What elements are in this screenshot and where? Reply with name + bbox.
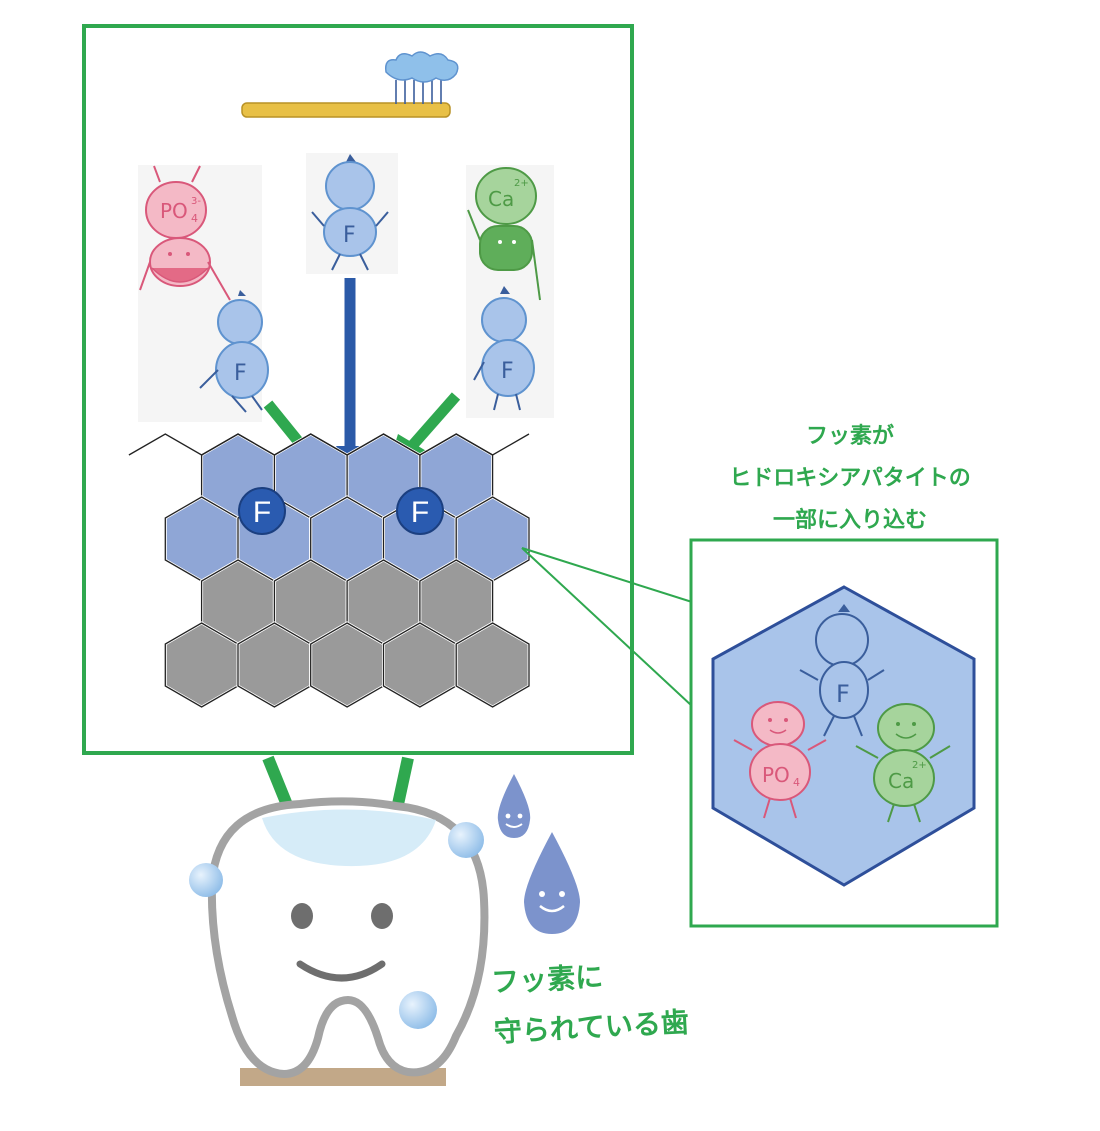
fluoride-center-char-label: F	[343, 223, 356, 248]
zoom-calcium-character: Ca 2+	[855, 703, 951, 823]
fluoride-ion-right-label: F	[411, 496, 429, 529]
caption-fluoride-enters-line1: フッ素が	[805, 424, 894, 449]
phosphate-label: PO	[160, 199, 188, 223]
bubble-right	[448, 822, 484, 858]
phosphate-character: PO 4 3-	[139, 165, 231, 301]
calcium-label: Ca	[488, 187, 514, 211]
calcium-superscript: 2+	[514, 178, 529, 189]
toothbrush-icon	[241, 51, 459, 118]
droplet-large	[524, 832, 580, 934]
droplet-small	[497, 774, 531, 838]
fluoride-character-left: F	[199, 290, 269, 413]
phosphate-superscript: 3-	[191, 196, 201, 207]
fluoride-character-right: F	[473, 286, 535, 411]
arrow-left-diagonal	[263, 400, 307, 450]
fluoride-left-char-label: F	[234, 361, 247, 386]
bubble-bottom	[399, 991, 437, 1029]
caption-protected-tooth: フッ素に 守られている歯	[490, 948, 690, 1058]
caption-fluoride-enters-line3: 一部に入り込む	[772, 508, 927, 533]
zoom-hexagon	[711, 585, 976, 887]
caption-protected-tooth-line2: 守られている歯	[493, 1005, 690, 1049]
zoom-calcium-superscript: 2+	[912, 760, 927, 771]
zoom-fluoride-character: F	[799, 604, 885, 737]
fluoride-ion-left: F	[238, 487, 286, 535]
tooth-character	[207, 797, 489, 1086]
zoom-phosphate-subscript: 4	[793, 776, 800, 789]
zoom-line-bottom	[521, 547, 693, 707]
zoom-line-top	[521, 547, 693, 603]
fluoride-right-char-label: F	[501, 359, 514, 384]
arrow-right-diagonal	[407, 392, 461, 450]
phosphate-subscript: 4	[191, 212, 198, 225]
fluoride-ion-left-label: F	[253, 496, 271, 529]
calcium-character: Ca 2+	[467, 167, 541, 301]
zoom-calcium-label: Ca	[888, 769, 914, 793]
zoom-phosphate-label: PO	[762, 763, 790, 787]
fluoride-character-center: F	[311, 154, 389, 271]
fluoride-ion-right: F	[396, 487, 444, 535]
caption-fluoride-enters-line2: ヒドロキシアパタイトの	[729, 466, 971, 491]
zoom-fluoride-label: F	[836, 680, 850, 708]
zoom-phosphate-character: PO 4	[733, 701, 827, 819]
lattice-hexagon-outline	[455, 622, 530, 708]
lattice-top-edge	[128, 433, 530, 456]
caption-fluoride-enters: フッ素が ヒドロキシアパタイトの 一部に入り込む	[700, 416, 1000, 542]
bubble-left	[189, 863, 223, 897]
